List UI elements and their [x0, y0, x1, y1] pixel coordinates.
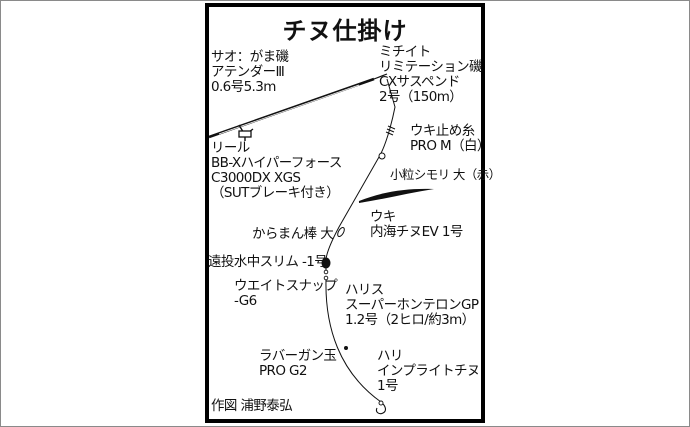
main-line-label: ミチイト リミテーション磯 CXサスペンド 2号（150m） [379, 44, 483, 105]
leader-label: ハリス スーパーホンテロンGP 1.2号（2ヒロ/約3m） [345, 282, 479, 328]
reel-icon [238, 124, 254, 141]
diagram-title: チヌ仕掛け [282, 17, 408, 45]
float-stop-label: ウキ止め糸 PRO M（白） [410, 123, 490, 154]
float-stop-knot-icon [385, 125, 396, 136]
weight-snap-label: ウエイトスナップ -G6 [234, 278, 338, 309]
float-icon [359, 188, 434, 203]
split-shot-label: ラバーガン玉 PRO G2 [259, 348, 337, 379]
diagram-frame: チヌ仕掛け サオ：がま磯 アテンダーⅢ 0.6号5.3m ミチイト リミテーショ… [205, 3, 501, 423]
float-label: ウキ 内海チヌEV 1号 [370, 209, 463, 240]
underwater-float-label: 遠投水中スリム -1号 [208, 254, 328, 270]
bead-icon [378, 152, 386, 160]
line-stopper-icon [337, 226, 345, 238]
hook-icon [375, 401, 386, 415]
rod-icon [209, 73, 388, 139]
leader-line [325, 279, 382, 403]
reel-label: リール BB-Xハイパーフォース C3000DX XGS （SUTブレーキ付き） [211, 140, 342, 201]
underwater-float-icon [321, 257, 331, 269]
line-stopper-label: からまん棒 大 [252, 226, 334, 242]
hook-label: ハリ インプライトチヌ 1号 [377, 348, 480, 394]
bead-label: 小粒シモリ 大（赤） [390, 167, 501, 182]
rod-label: サオ：がま磯 アテンダーⅢ 0.6号5.3m [211, 49, 289, 95]
split-shot-icon [344, 346, 348, 350]
illustration-credit: 作図 浦野泰弘 [211, 398, 293, 414]
rig-illustration [209, 73, 434, 415]
weight-snap-icon [323, 269, 329, 275]
